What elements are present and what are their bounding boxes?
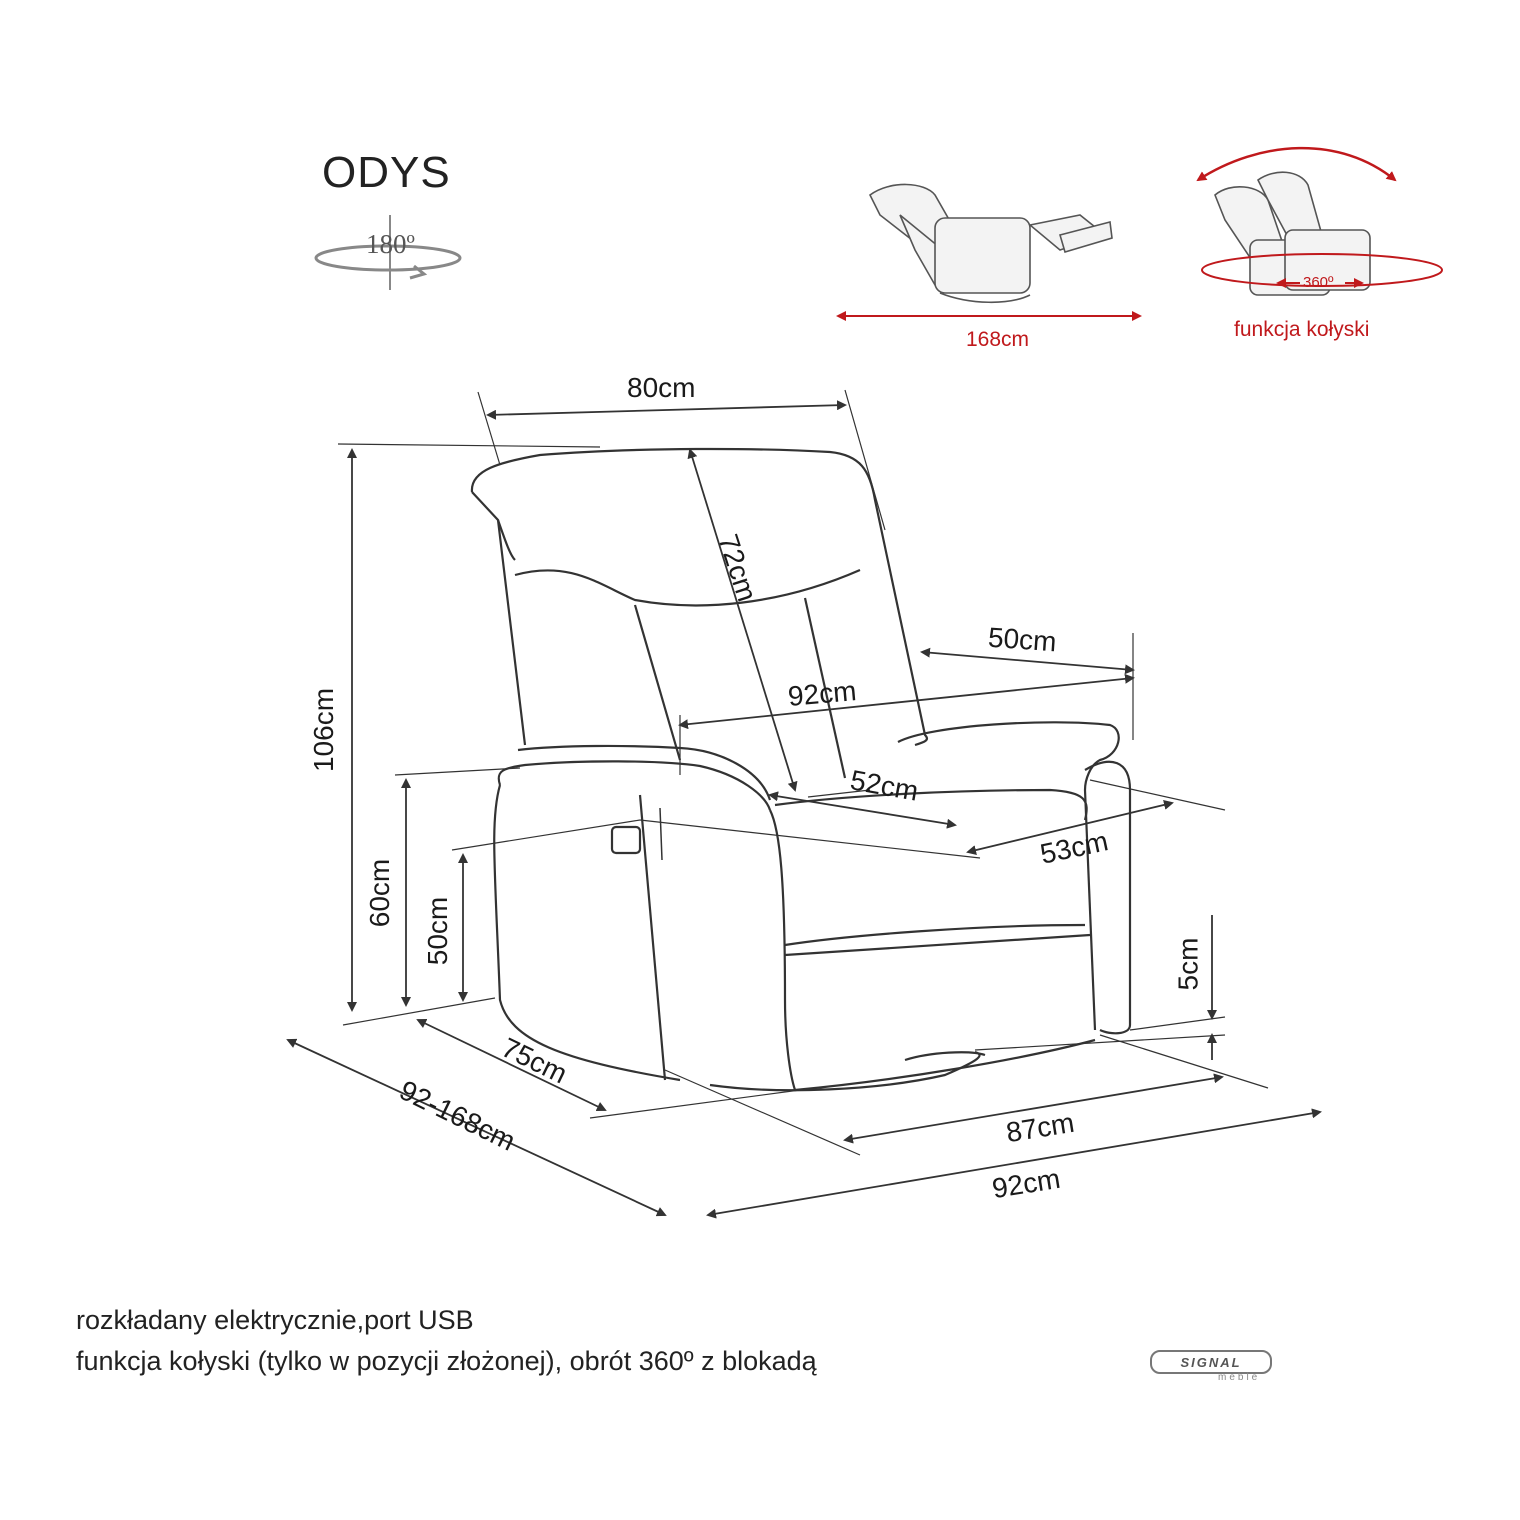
dim-back-width: 80cm [627,372,696,403]
brand-sub: meble [1218,1372,1261,1383]
dimension-lines [286,389,1322,1219]
rotation-180-label: 180º [366,229,415,259]
dim-base-clearance: 5cm [1172,937,1204,991]
rotation-180-icon [314,215,462,290]
brand-logo: SIGNAL [1150,1350,1272,1374]
recline-length-label: 168cm [966,328,1030,351]
product-title: ODYS [322,148,451,197]
note-line-2: funkcja kołyski (tylko w pozycji złożone… [76,1346,817,1376]
rocking-arrows [1196,146,1443,288]
dim-armrest-depth: 50cm [987,621,1058,658]
dim-seat-height: 50cm [422,896,454,966]
brand-name: SIGNAL [1180,1354,1242,1370]
armchair-outline [470,447,1132,1092]
dim-total-height: 106cm [308,687,340,773]
rocking-chair-icon [1214,171,1371,296]
rocking-caption: funkcja kołyski [1234,318,1370,341]
rocking-rotation-label: 360º [1303,274,1334,291]
note-line-1: rozkładany elektrycznie,port USB [76,1305,474,1335]
reclined-chair-icon [868,183,1113,304]
dim-armrest-height: 60cm [364,858,396,928]
dim-inner-width: 92cm [786,675,858,712]
